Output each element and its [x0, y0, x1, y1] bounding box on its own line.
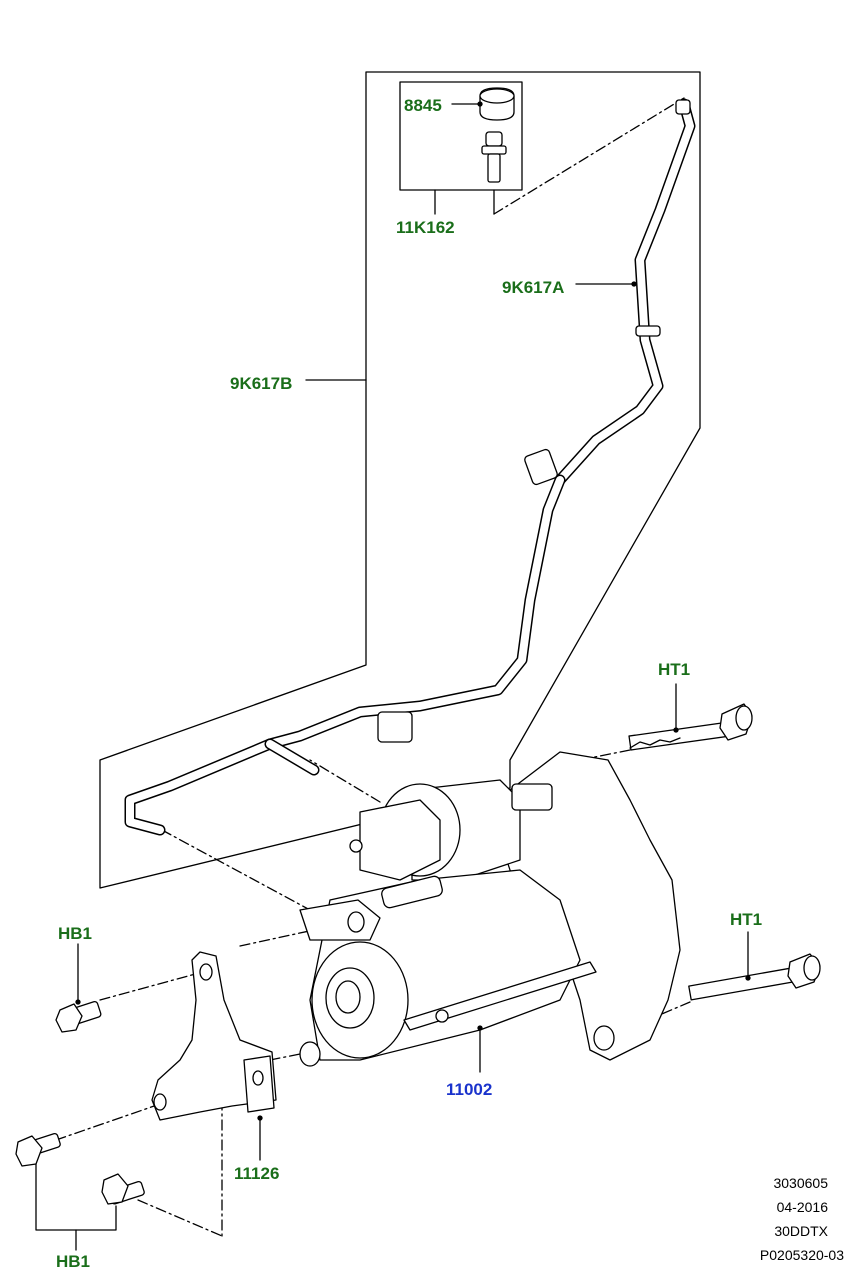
bolt-icon — [688, 953, 821, 1001]
callout-9k617a: 9K617A — [502, 278, 565, 297]
callout-8845: 8845 — [404, 96, 442, 115]
bolt-icon — [55, 1000, 102, 1033]
callout-9k617b: 9K617B — [230, 374, 293, 393]
reference-code-2: 30DDTX — [774, 1223, 828, 1239]
reference-date: 04-2016 — [776, 1199, 828, 1215]
bolt-icon — [101, 1173, 145, 1205]
callout-ht1-top: HT1 — [658, 660, 691, 679]
kit-box-11k162 — [399, 81, 523, 191]
cable-upper — [524, 98, 696, 486]
reference-code-3: P0205320-03 — [759, 1247, 844, 1263]
bolt-icon — [628, 703, 753, 751]
reference-code-1: 3030605 — [773, 1175, 828, 1191]
cap-icon — [479, 87, 515, 121]
callout-hb1-left: HB1 — [58, 924, 93, 943]
starter-motor-icon — [299, 751, 681, 1067]
callout-ht1-right: HT1 — [730, 910, 763, 929]
callout-hb1-bottom: HB1 — [56, 1252, 91, 1271]
installation-lines — [55, 97, 691, 1237]
callout-11002: 11002 — [446, 1080, 493, 1099]
callout-11126: 11126 — [234, 1164, 280, 1183]
stud-icon — [481, 131, 507, 183]
plate-icon — [243, 1055, 275, 1113]
cable-lower — [124, 474, 566, 836]
bolt-icon — [15, 1132, 61, 1167]
group-outline-9k617b — [99, 71, 701, 889]
callout-11k162: 11K162 — [396, 218, 455, 237]
